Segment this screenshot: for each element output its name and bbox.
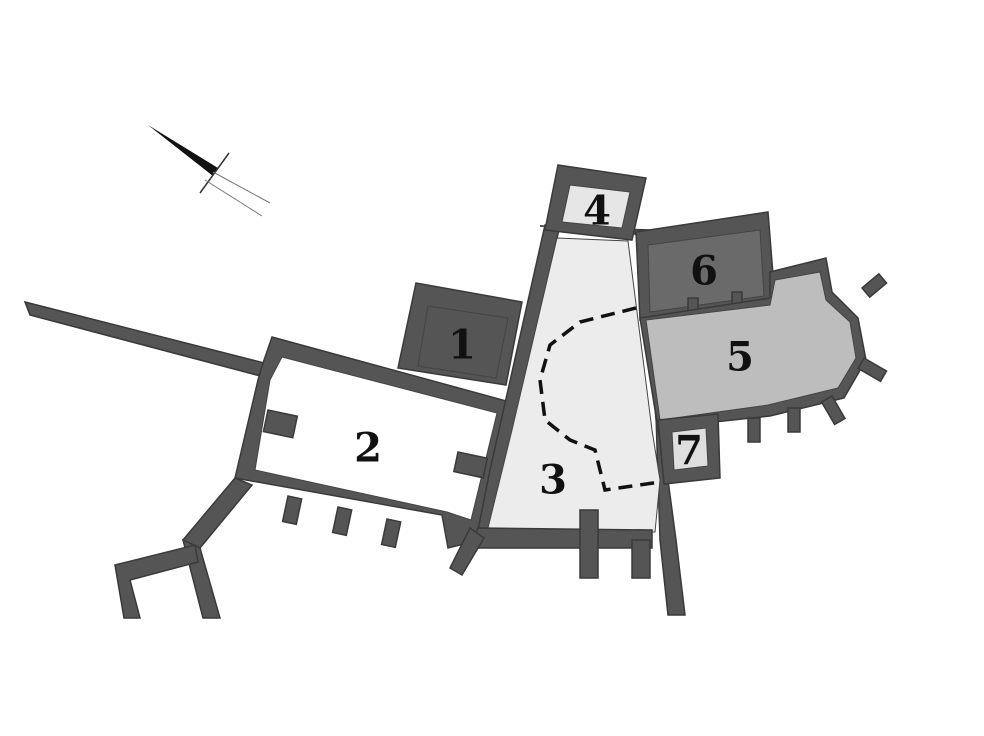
room-1 bbox=[397, 282, 523, 386]
west-wall bbox=[23, 300, 273, 379]
room-label-2: 2 bbox=[354, 425, 382, 472]
room-6 bbox=[635, 211, 776, 321]
room-label-1: 1 bbox=[448, 322, 476, 369]
room-label-3: 3 bbox=[539, 457, 567, 504]
room-7 bbox=[657, 413, 721, 485]
room-label-6: 6 bbox=[690, 248, 718, 295]
room-5 bbox=[639, 257, 888, 443]
room-4 bbox=[544, 164, 647, 241]
dashed-boundary-line bbox=[538, 306, 661, 492]
north-arrow-icon bbox=[148, 125, 271, 217]
room-label-4: 4 bbox=[583, 188, 611, 235]
southwest-walls bbox=[114, 477, 254, 619]
room-label-7: 7 bbox=[675, 428, 703, 475]
room-label-5: 5 bbox=[726, 334, 754, 381]
room-2 bbox=[234, 336, 511, 549]
